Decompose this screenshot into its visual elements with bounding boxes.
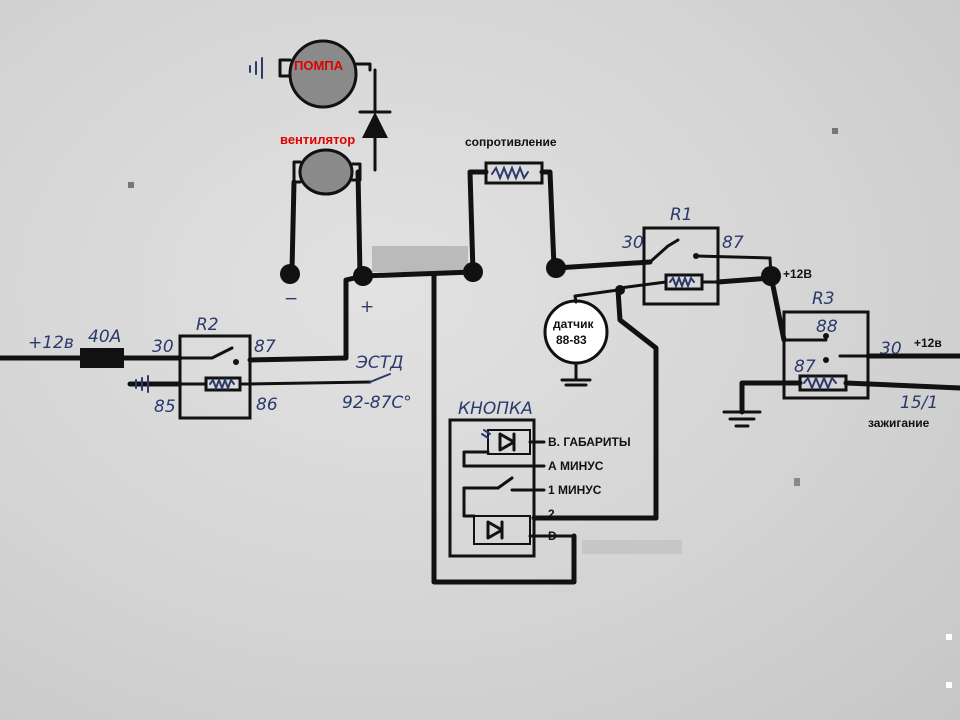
r2-to-estd-wire xyxy=(248,380,372,386)
r3-ground-wire xyxy=(739,380,803,415)
r2-pin30: 30 xyxy=(152,337,174,357)
resistor xyxy=(467,161,557,275)
supply-left-label: +12в xyxy=(28,333,74,353)
r2-pin86: 86 xyxy=(256,395,278,415)
pin-b-label: В. ГАБАРИТЫ xyxy=(548,435,631,449)
r1-plus12: +12В xyxy=(783,267,812,281)
pump-label: ПОМПА xyxy=(294,58,344,73)
estd-temp: 92-87С° xyxy=(342,393,412,413)
resistor-label: сопротивление xyxy=(465,135,557,149)
fan-plus-wire xyxy=(355,169,363,278)
bus-to-button-wire xyxy=(431,271,577,585)
pin-d-label: D xyxy=(548,529,557,543)
relay-r2-label: R2 xyxy=(196,315,219,335)
r3-pin30: 30 xyxy=(880,339,902,359)
sensor-range: 88-83 xyxy=(556,333,587,347)
r1-input-wire xyxy=(553,259,653,271)
fan-minus-wire xyxy=(289,179,297,273)
speck xyxy=(946,634,952,640)
pin-1-label: 1 МИНУС xyxy=(548,483,602,497)
r1-to-r3-wire xyxy=(768,273,787,343)
r2-pin87: 87 xyxy=(254,337,276,357)
speck xyxy=(946,682,952,688)
diode-icon xyxy=(358,68,392,172)
speck xyxy=(832,128,838,134)
sensor-label: датчик xyxy=(553,317,595,331)
pin-a-label: А МИНУС xyxy=(548,459,604,473)
relay-r2 xyxy=(178,334,252,420)
smudge xyxy=(582,540,682,554)
r1-coil-out xyxy=(715,275,774,285)
r1-pin30: 30 xyxy=(622,233,644,253)
button-box-label: КНОПКА xyxy=(458,399,533,419)
r3-pin88: 88 xyxy=(816,317,838,337)
ground-icon xyxy=(722,410,762,428)
relay-r3-label: R3 xyxy=(812,289,835,309)
smudge xyxy=(372,246,468,272)
r3-pin87: 87 xyxy=(794,357,816,377)
speck xyxy=(794,478,800,486)
r2-to-plus-wire xyxy=(247,273,366,363)
bus-wire xyxy=(360,269,476,279)
ignition-pin-label: 15/1 xyxy=(900,393,938,413)
pin-2-label: 2 xyxy=(548,507,555,521)
r1-contact-out xyxy=(768,256,773,278)
ground-icon xyxy=(135,375,149,393)
fan-label: вентилятор xyxy=(280,132,355,147)
fan-motor xyxy=(292,148,362,196)
ignition-label: зажигание xyxy=(868,416,930,430)
relay-r1-label: R1 xyxy=(670,205,693,225)
estd-switch xyxy=(369,373,391,383)
r3-ignition-wire xyxy=(843,380,960,391)
pump-motor xyxy=(249,39,372,109)
sensor-to-button-wire xyxy=(615,287,659,521)
fuse-label: 40А xyxy=(88,327,121,347)
terminal-plus-label: + xyxy=(360,297,374,317)
r1-pin87: 87 xyxy=(722,233,744,253)
fuse-icon xyxy=(80,348,124,368)
supply-right-label: +12в xyxy=(914,336,942,350)
temperature-sensor xyxy=(543,288,620,387)
r2-pin85: 85 xyxy=(154,397,176,417)
estd-label: ЭСТД xyxy=(355,353,403,373)
terminal-minus-label: − xyxy=(284,289,298,309)
terminal-minus xyxy=(280,264,300,284)
button-module xyxy=(448,418,536,558)
speck xyxy=(128,182,134,188)
